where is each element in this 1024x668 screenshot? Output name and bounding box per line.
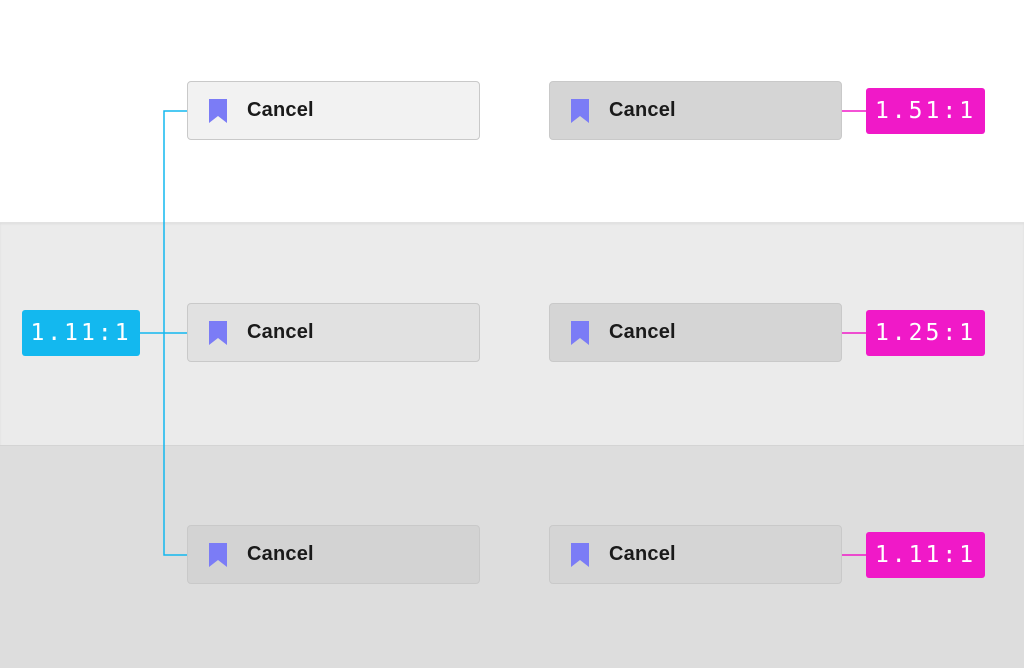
bookmark-icon <box>208 320 228 346</box>
cancel-button-quiet-row2[interactable]: Cancel <box>187 303 480 362</box>
cancel-button-quiet-row1[interactable]: Cancel <box>187 81 480 140</box>
button-label: Cancel <box>247 543 314 565</box>
button-label: Cancel <box>609 321 676 343</box>
button-label: Cancel <box>609 99 676 121</box>
cancel-button-quiet-row3[interactable]: Cancel <box>187 525 480 584</box>
contrast-ratio-badge-row1: 1.51:1 <box>866 88 985 134</box>
bookmark-icon <box>570 98 590 124</box>
bookmark-icon <box>208 542 228 568</box>
background-band-medium-gray <box>0 445 1024 668</box>
cancel-button-filled-row1[interactable]: Cancel <box>549 81 842 140</box>
background-band-light-gray <box>0 222 1024 446</box>
cancel-button-filled-row2[interactable]: Cancel <box>549 303 842 362</box>
contrast-ratio-badge-row2: 1.25:1 <box>866 310 985 356</box>
button-label: Cancel <box>247 99 314 121</box>
bookmark-icon <box>208 98 228 124</box>
contrast-ratio-badge-row3: 1.11:1 <box>866 532 985 578</box>
button-label: Cancel <box>247 321 314 343</box>
bookmark-icon <box>570 320 590 346</box>
contrast-ratio-badge-left: 1.11:1 <box>22 310 140 356</box>
cancel-button-filled-row3[interactable]: Cancel <box>549 525 842 584</box>
button-label: Cancel <box>609 543 676 565</box>
bookmark-icon <box>570 542 590 568</box>
